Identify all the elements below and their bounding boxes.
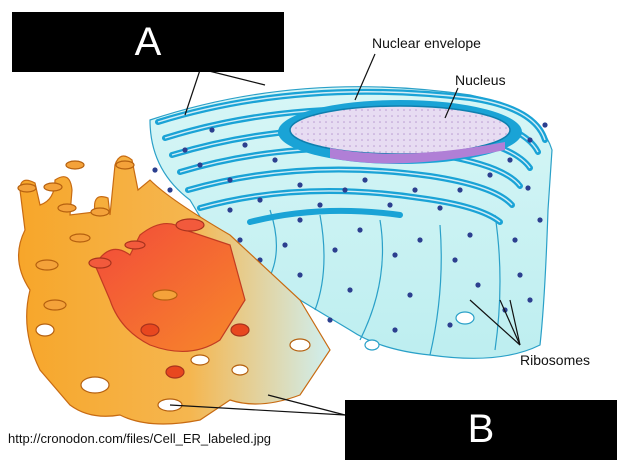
label-b: B (468, 407, 495, 451)
leader-lines (169, 53, 521, 416)
label-nuclear-envelope: Nuclear envelope (372, 35, 481, 51)
source-url: http://cronodon.com/files/Cell_ER_labele… (8, 431, 271, 446)
label-nucleus: Nucleus (455, 72, 506, 88)
label-ribosomes: Ribosomes (520, 352, 590, 368)
label-box-a (12, 12, 284, 72)
smooth-er (17, 155, 331, 425)
nucleus-shape (278, 100, 522, 164)
label-a: A (135, 20, 162, 64)
label-box-b (345, 400, 617, 460)
